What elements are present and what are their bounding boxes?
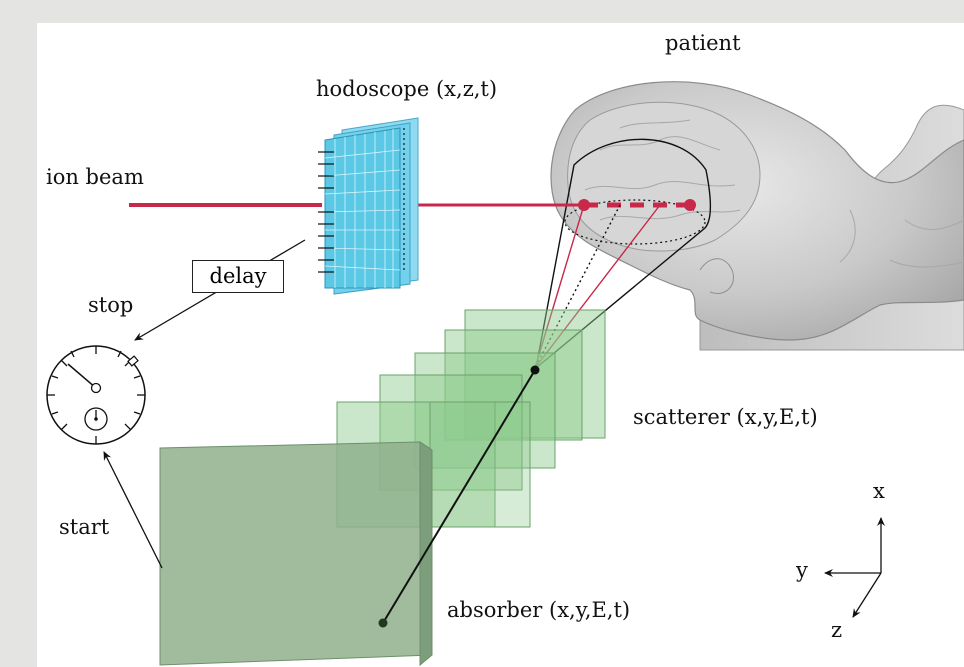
stop-label: stop xyxy=(88,293,134,317)
cone-outline xyxy=(534,138,712,370)
stopwatch-icon xyxy=(46,345,146,445)
gamma-ray-2 xyxy=(534,204,661,369)
delay-label: delay xyxy=(209,264,267,288)
axis-y-label: y xyxy=(796,558,808,582)
axis-x-label: x xyxy=(873,479,885,503)
beam-end-point xyxy=(684,199,696,211)
absorption-point xyxy=(378,618,388,628)
gamma-ray-1 xyxy=(534,204,585,369)
start-label: start xyxy=(59,515,110,539)
ion-beam-label: ion beam xyxy=(46,165,144,189)
coordinate-axes xyxy=(824,517,885,618)
scatterer-label: scatterer (x,y,E,t) xyxy=(633,405,818,429)
gamma-ray-dotted xyxy=(534,204,621,369)
patient-label: patient xyxy=(665,31,741,55)
delay-box: delay xyxy=(192,260,284,293)
patient-head xyxy=(550,81,964,351)
hodoscope xyxy=(318,117,419,295)
start-arrow xyxy=(103,451,163,569)
hodoscope-label: hodoscope (x,z,t) xyxy=(316,77,498,101)
absorber-block xyxy=(159,441,433,667)
compton-track xyxy=(382,369,536,624)
axis-z-label: z xyxy=(831,618,843,642)
scatter-point xyxy=(530,365,540,375)
cone-base-dotted xyxy=(564,199,706,245)
absorber-label: absorber (x,y,E,t) xyxy=(447,598,631,622)
